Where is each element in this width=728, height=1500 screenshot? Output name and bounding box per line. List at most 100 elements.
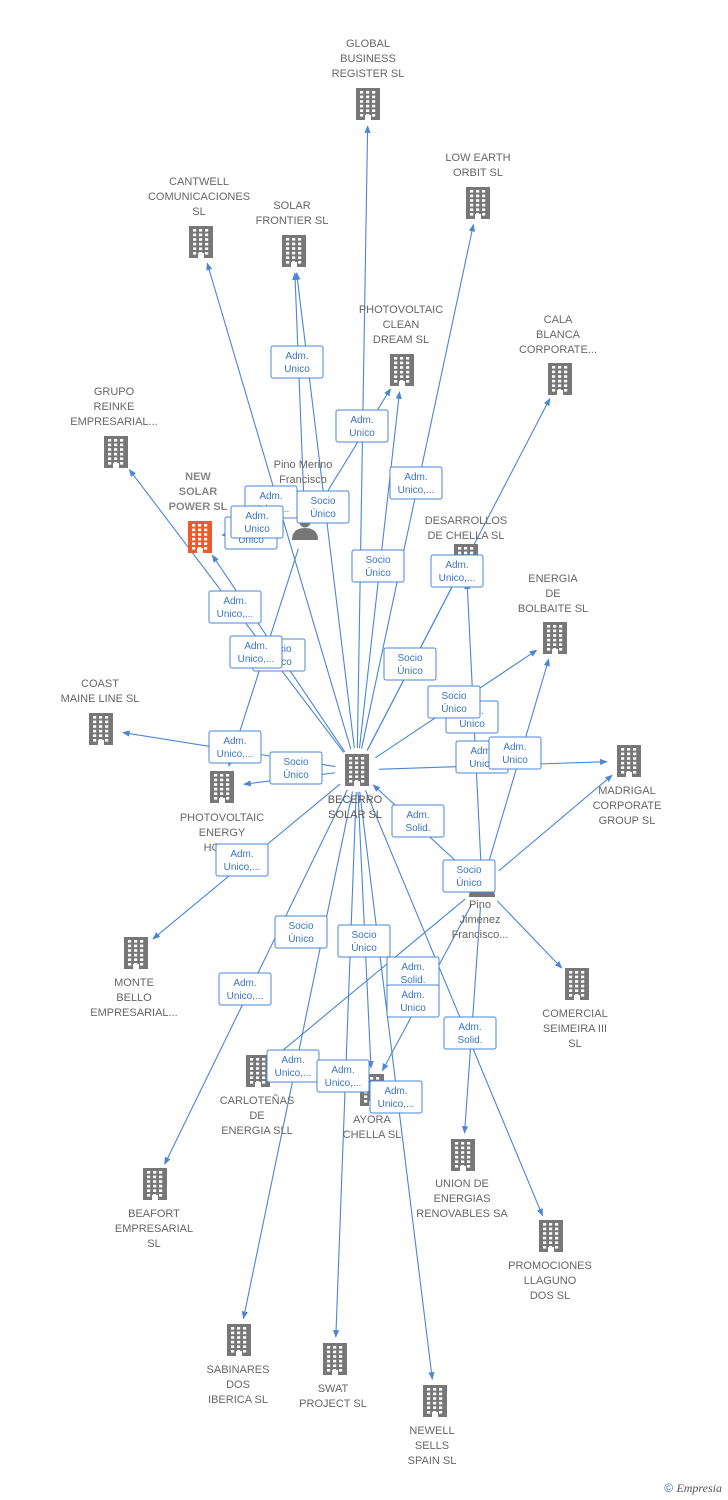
edge-label: Adm.Unico,... xyxy=(316,1059,370,1093)
node-label: Pino xyxy=(469,899,491,911)
edge-label-text: Unico,... xyxy=(227,991,264,1002)
edge-label-text: Adm. xyxy=(401,990,424,1001)
building-icon xyxy=(246,1055,270,1087)
edge-label-text: Adm. xyxy=(384,1086,407,1097)
copyright-symbol: © xyxy=(664,1481,674,1495)
node-label: CORPORATE... xyxy=(519,344,597,356)
building-icon xyxy=(188,521,212,553)
node-label: SL xyxy=(147,1238,160,1250)
node-cala[interactable]: CALABLANCACORPORATE... xyxy=(519,314,597,395)
edge-label-text: Adm. xyxy=(470,746,493,757)
building-icon xyxy=(345,754,369,786)
edge-label-text: Adm. xyxy=(285,351,308,362)
node-label: DREAM SL xyxy=(373,334,429,346)
edge-label-text: Unico,... xyxy=(275,1068,312,1079)
building-icon xyxy=(548,363,572,395)
node-newsolar[interactable]: NEW SOLAR POWER SL xyxy=(169,471,228,553)
edge-pinojimenez-carlotenas xyxy=(274,898,466,1058)
edge-label-text: Adm. xyxy=(223,736,246,747)
node-reinke[interactable]: GRUPOREINKEEMPRESARIAL... xyxy=(70,386,158,468)
node-label: ENERGIA xyxy=(528,573,578,585)
node-monte[interactable]: MONTEBELLOEMPRESARIAL... xyxy=(90,937,178,1019)
node-label: CHELLA SL xyxy=(343,1129,402,1141)
edge-label: Adm.Unico,... xyxy=(208,590,262,624)
edge-label-text: Unico xyxy=(459,719,485,730)
building-icon xyxy=(124,937,148,969)
edge-label: Adm.Unico xyxy=(488,736,542,770)
node-label: SELLS xyxy=(415,1440,449,1452)
node-label: SOLAR xyxy=(179,486,218,498)
edge-label-text: Solid. xyxy=(400,975,425,986)
node-label: SABINARES xyxy=(207,1364,270,1376)
edge-label-text: Unico,... xyxy=(398,485,435,496)
node-label: PHOTOVOLTAIC xyxy=(180,812,264,824)
node-label: EMPRESARIAL... xyxy=(70,416,157,428)
edge-label: Adm. Unico,... xyxy=(389,466,443,500)
edge-label-text: Adm. xyxy=(281,1055,304,1066)
building-icon xyxy=(451,1139,475,1171)
edge-label-text: Solid. xyxy=(457,1035,482,1046)
building-icon xyxy=(189,226,213,258)
edge-label-text: Unico xyxy=(238,535,264,546)
edge-label-text: Único xyxy=(365,566,391,579)
node-label: LOW EARTH xyxy=(445,152,510,164)
edge-label: Adm.Unico,... xyxy=(215,843,269,877)
building-icon xyxy=(390,354,414,386)
edge-label: Adm.Unico xyxy=(230,505,284,539)
node-label: SL xyxy=(192,206,205,218)
building-icon xyxy=(282,235,306,267)
edge-label-text: Adm. xyxy=(259,491,282,502)
edge-label-text: Socio xyxy=(397,653,422,664)
edge-label-text: Adm. xyxy=(244,641,267,652)
node-label: CLEAN xyxy=(383,319,420,331)
node-label: BLANCA xyxy=(536,329,581,341)
building-icon xyxy=(89,713,113,745)
node-label: SWAT xyxy=(318,1383,349,1395)
building-icon xyxy=(210,771,234,803)
node-label: BECERRO xyxy=(328,794,383,806)
edge-label-text: Adm. xyxy=(445,560,468,571)
node-label: UNION DE xyxy=(435,1178,489,1190)
edge-label-text: Unico,... xyxy=(325,1078,362,1089)
edge-label: Adm.Solid. xyxy=(386,956,440,990)
edge-label: Adm.Unico,... xyxy=(208,730,262,764)
building-icon xyxy=(104,436,128,468)
node-label: GRUPO xyxy=(94,386,135,398)
edge-label: Adm.Solid. xyxy=(443,1016,497,1050)
edge-label-text: Unico xyxy=(284,364,310,375)
node-label: GLOBAL xyxy=(346,38,390,50)
node-label: AYORA xyxy=(353,1114,391,1126)
building-icon xyxy=(617,745,641,777)
edge-label-text: Adm. xyxy=(404,472,427,483)
node-label: ENERGIAS xyxy=(434,1193,491,1205)
node-label: NEW xyxy=(185,471,211,483)
edge-label-text: Único xyxy=(351,941,377,954)
edge-label-text: Unico xyxy=(502,755,528,766)
edge-label-text: Adm. xyxy=(230,849,253,860)
node-label: POWER SL xyxy=(169,501,228,513)
edge-label: Adm. Unico xyxy=(270,345,324,379)
empresia-logo-text[interactable]: Empresia xyxy=(676,1481,722,1495)
